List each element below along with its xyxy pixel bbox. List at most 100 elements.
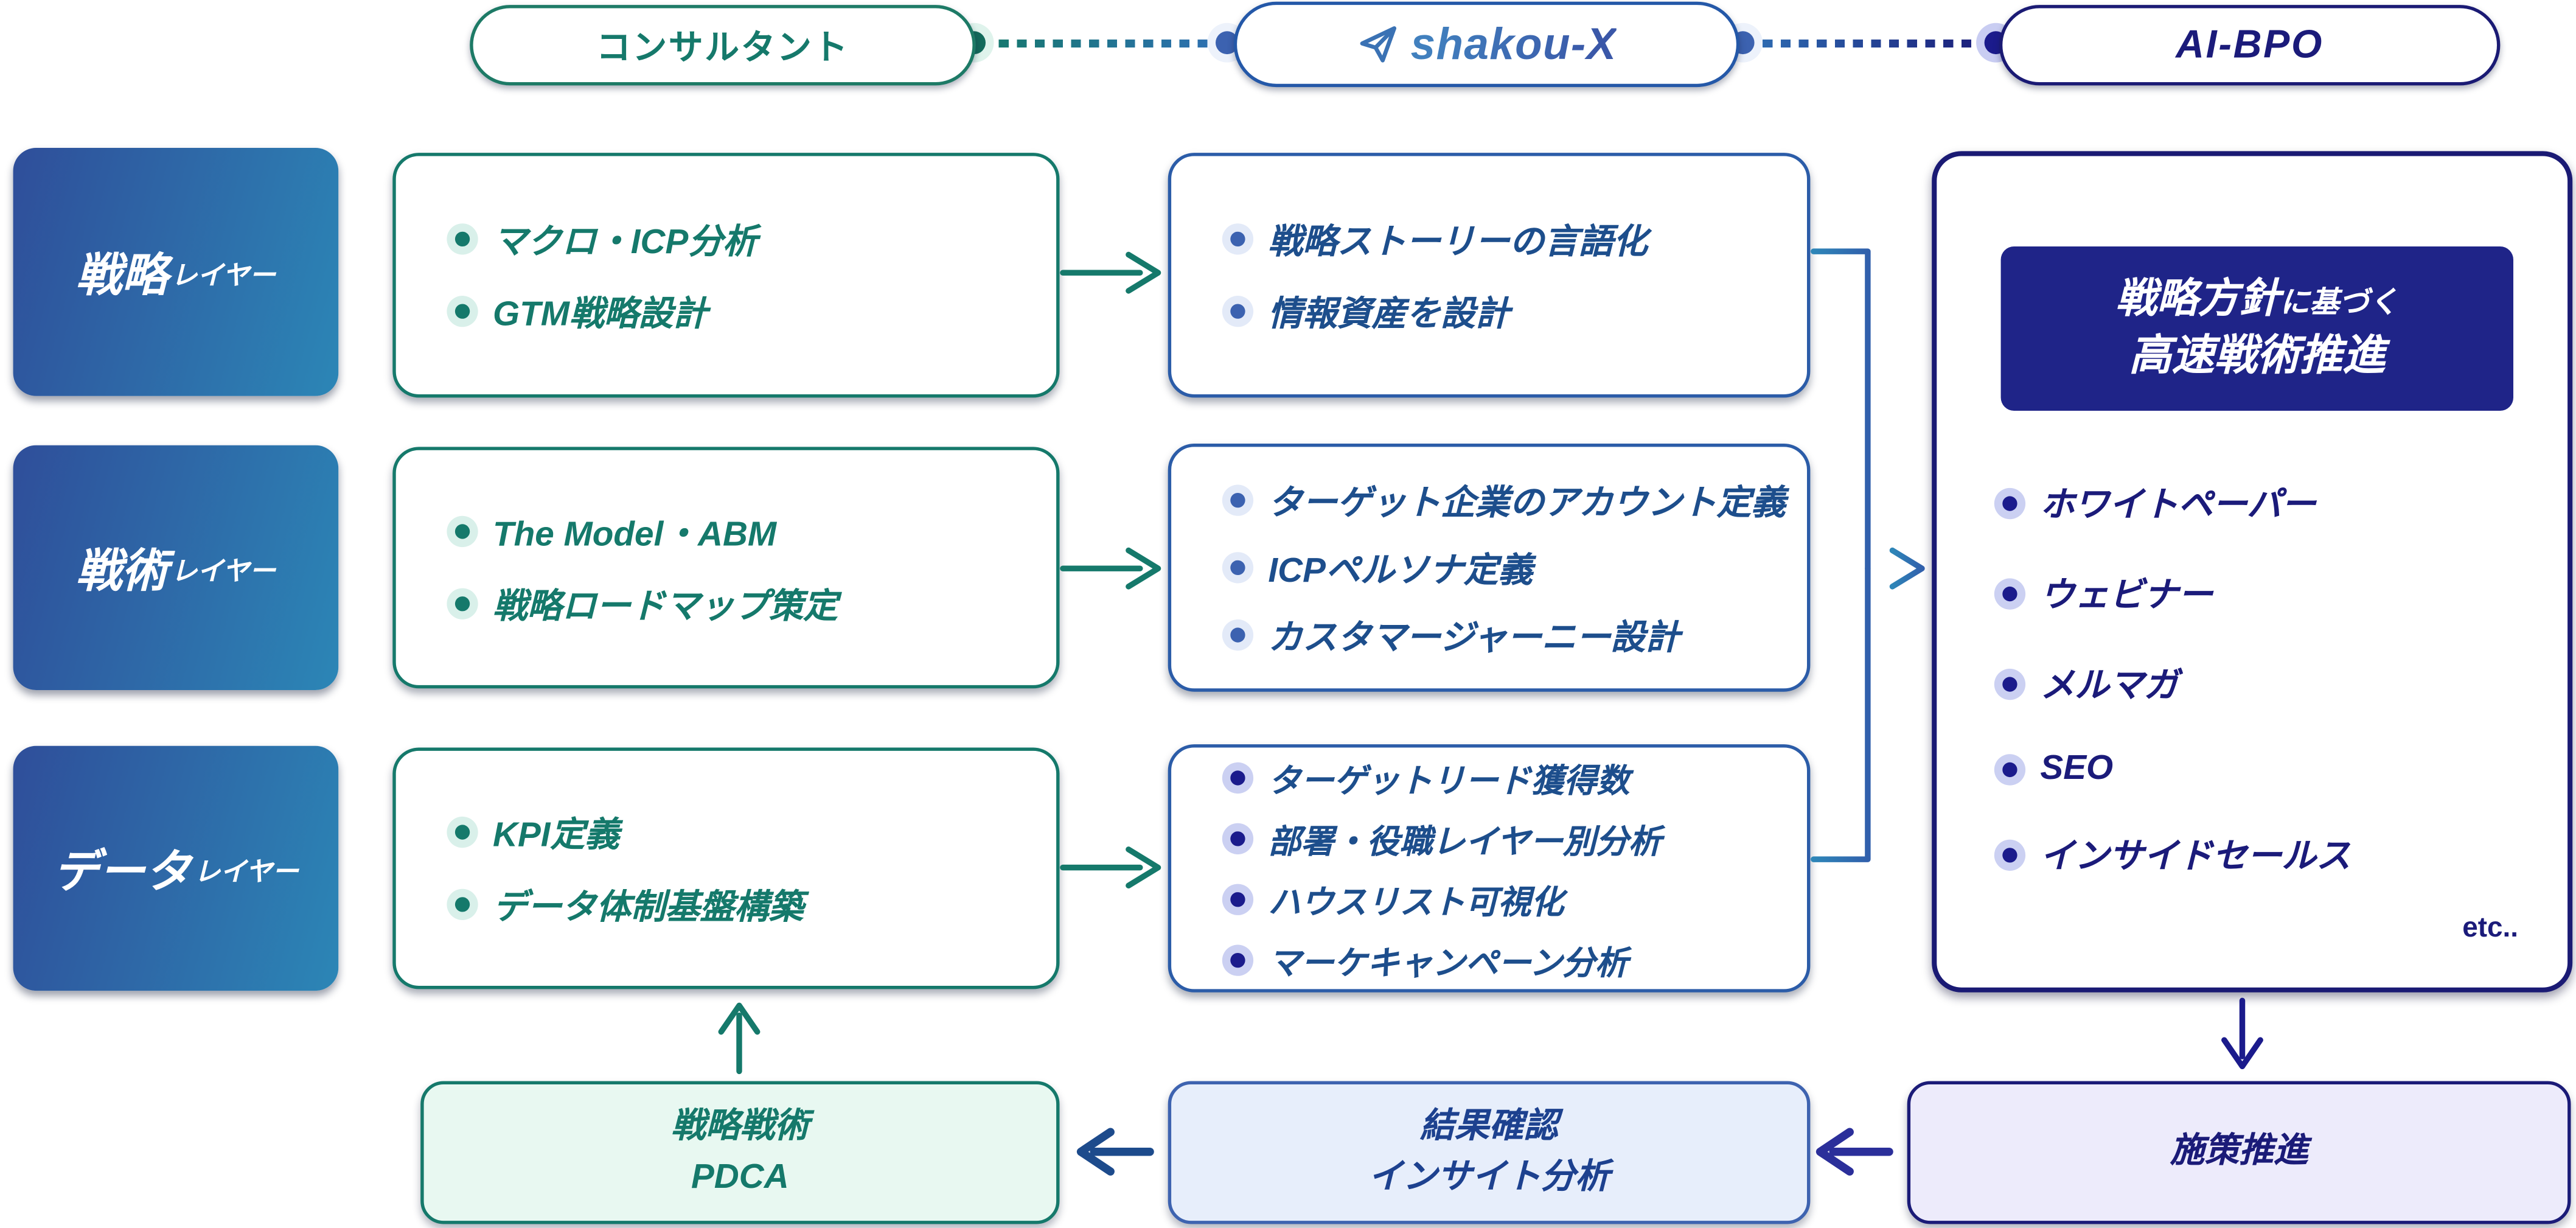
bullet-dot: [1230, 493, 1245, 508]
header-pill-consultant: コンサルタント: [470, 5, 976, 86]
paper-plane-icon: [1356, 23, 1399, 66]
bullet-dot: [454, 897, 470, 912]
item-text: ICPペルソナ定義: [1268, 551, 1533, 589]
bullet-dot: [1230, 952, 1245, 967]
bullet-dot: [1230, 830, 1245, 846]
promotion-box: 施策推進: [1907, 1081, 2571, 1224]
bullet-dot: [1230, 627, 1245, 643]
header-pill-shakou-x: shakou-X: [1233, 1, 1740, 88]
item-text: KPI定義: [493, 815, 619, 854]
list-item: ホワイトペーパー: [2002, 478, 2350, 528]
bullet-dot: [1230, 560, 1245, 575]
item-text: メルマガ: [2040, 667, 2179, 705]
headline-emphasis: 戦略方針: [2115, 275, 2280, 322]
header-pill-ai-bpo: AI-BPO: [1999, 5, 2501, 86]
list-item: KPI定義: [454, 808, 1056, 857]
aibpo-headline-line2: 高速戦術推進: [2129, 330, 2386, 380]
item-text: データ体制基盤構築: [493, 888, 804, 926]
arrow-promotion-to-result: [1815, 1128, 1893, 1176]
list-item: マーケキャンペーン分析: [1230, 936, 1807, 983]
bullet-dot: [454, 524, 470, 539]
result-box: 結果確認 インサイト分析: [1168, 1081, 1811, 1224]
list-item: 戦略ストーリーの言語化: [1230, 214, 1807, 263]
list-item: ターゲット企業のアカウント定義: [1230, 476, 1807, 525]
pdca-line2: PDCA: [691, 1157, 789, 1196]
item-text: ターゲット企業のアカウント定義: [1268, 484, 1786, 522]
item-text: ターゲットリード獲得数: [1268, 763, 1630, 800]
bullet-dot: [2002, 761, 2017, 776]
list-item: カスタマージャーニー設計: [1230, 610, 1807, 660]
aibpo-headline-line1: 戦略方針に基づく: [2116, 272, 2398, 327]
item-text: GTM戦略設計: [493, 295, 708, 333]
list-item: 部署・役職レイヤー別分析: [1230, 814, 1807, 862]
consultant-card-tactics: The Model・ABM 戦略ロードマップ策定: [392, 447, 1060, 689]
item-text: ホワイトペーパー: [2040, 486, 2316, 525]
product-card-data: ターゲットリード獲得数 部署・役職レイヤー別分析 ハウスリスト可視化 マーケキャ…: [1168, 744, 1811, 993]
dotted-connector-shakou-aibpo: [1744, 39, 1991, 48]
pdca-box: 戦略戦術 PDCA: [420, 1081, 1060, 1224]
layer-tactics-suffix: レイヤー: [171, 557, 276, 586]
layer-label-data: データ レイヤー: [13, 745, 339, 991]
consultant-label: コンサルタント: [596, 29, 849, 67]
bullet-dot: [2002, 676, 2017, 691]
etc-label: etc..: [2462, 912, 2519, 943]
arrow-aibpo-down: [2221, 997, 2263, 1070]
product-logo-text: shakou-X: [1411, 19, 1617, 70]
item-text: 部署・役職レイヤー別分析: [1268, 824, 1662, 860]
aibpo-service-list: ホワイトペーパー ウェビナー メルマガ SEO インサイドセールス: [2002, 478, 2351, 879]
aibpo-panel: 戦略方針に基づく 高速戦術推進 ホワイトペーパー ウェビナー メルマガ SEO …: [1932, 151, 2573, 993]
aibpo-headline-box: 戦略方針に基づく 高速戦術推進: [2000, 246, 2513, 411]
item-text: The Model・ABM: [493, 515, 777, 553]
list-item: メルマガ: [2002, 659, 2350, 708]
arrow-consultant-to-product-data: [1060, 846, 1161, 889]
list-item: データ体制基盤構築: [454, 880, 1056, 929]
aibpo-label: AI-BPO: [2176, 22, 2324, 67]
layer-label-tactics: 戦術 レイヤー: [13, 445, 339, 690]
product-card-tactics: ターゲット企業のアカウント定義 ICPペルソナ定義 カスタマージャーニー設計: [1168, 444, 1811, 692]
pdca-line1: 戦略戦術: [670, 1107, 809, 1146]
bullet-dot: [454, 596, 470, 612]
list-item: ウェビナー: [2002, 568, 2350, 618]
result-line2: インサイト分析: [1368, 1157, 1610, 1196]
arrow-result-to-pdca: [1076, 1128, 1154, 1176]
list-item: ハウスリスト可視化: [1230, 875, 1807, 923]
layer-strategy-main: 戦略: [75, 249, 169, 300]
item-text: 情報資産を設計: [1268, 295, 1510, 333]
list-item: ターゲットリード獲得数: [1230, 753, 1807, 801]
bullet-dot: [1230, 231, 1245, 246]
item-text: 戦略ストーリーの言語化: [1268, 222, 1648, 260]
list-item: 戦略ロードマップ策定: [454, 579, 1056, 629]
promotion-label: 施策推進: [2170, 1132, 2308, 1171]
list-item: インサイドセールス: [2002, 830, 2351, 879]
item-text: マーケキャンペーン分析: [1268, 945, 1628, 982]
bullet-dot: [2002, 846, 2017, 862]
arrow-pdca-up: [718, 1002, 761, 1075]
list-item: SEO: [2002, 749, 2350, 789]
list-item: マクロ・ICP分析: [454, 214, 1056, 263]
item-text: 戦略ロードマップ策定: [493, 587, 838, 626]
item-text: SEO: [2040, 749, 2114, 787]
bullet-dot: [454, 304, 470, 319]
consultant-card-data: KPI定義 データ体制基盤構築: [392, 747, 1060, 989]
arrow-consultant-to-product-strategy: [1060, 251, 1161, 294]
layer-data-main: データ: [52, 845, 191, 896]
item-text: インサイドセールス: [2040, 838, 2351, 876]
product-card-strategy: 戦略ストーリーの言語化 情報資産を設計: [1168, 153, 1811, 398]
bullet-dot: [1230, 891, 1245, 907]
layer-label-strategy: 戦略 レイヤー: [13, 148, 339, 396]
layer-strategy-suffix: レイヤー: [171, 262, 276, 290]
item-text: ハウスリスト可視化: [1268, 884, 1564, 921]
bullet-dot: [454, 825, 470, 840]
arrow-consultant-to-product-tactics: [1060, 547, 1161, 590]
list-item: 情報資産を設計: [1230, 287, 1807, 336]
list-item: The Model・ABM: [454, 507, 1056, 556]
bullet-dot: [1230, 769, 1245, 785]
layer-tactics-main: 戦術: [75, 545, 169, 596]
item-text: ウェビナー: [2040, 576, 2213, 615]
layer-data-suffix: レイヤー: [194, 858, 299, 887]
bullet-dot: [2002, 495, 2017, 511]
item-text: カスタマージャーニー設計: [1268, 618, 1680, 657]
dotted-connector-consultant-shakou: [980, 39, 1224, 48]
list-item: ICPペルソナ定義: [1230, 543, 1807, 592]
headline-rest: に基づく: [2280, 285, 2398, 318]
